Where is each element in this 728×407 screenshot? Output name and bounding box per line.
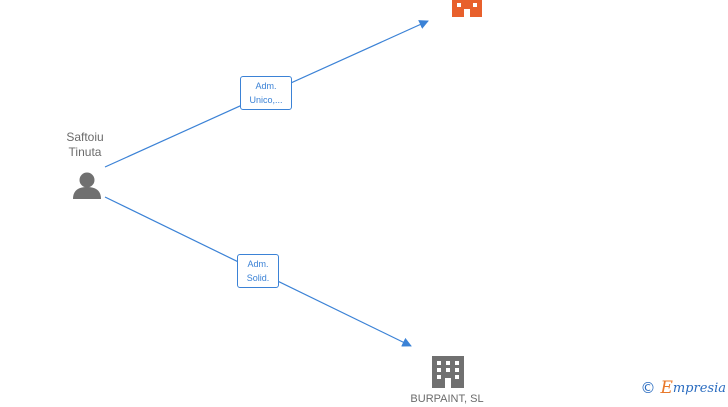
relation-label-top[interactable]: Adm. Unico,... [240,76,292,110]
building-icon[interactable] [432,356,464,388]
brand-initial: E [660,378,673,398]
building-icon[interactable] [452,0,482,17]
person-icon[interactable] [73,172,101,200]
relation-label-bottom-line1: Adm. [247,259,269,269]
relation-label-bottom[interactable]: Adm. Solid. [237,254,279,288]
person-name-line2: Tinuta [68,145,102,159]
brand-logo: © E mpresia [640,378,726,398]
person-name[interactable]: Saftoiu Tinuta [52,130,118,160]
relation-label-bottom-line2: Solid. [246,273,270,283]
relation-label-top-line2: Unico,... [249,95,283,105]
brand-name: mpresia [672,380,726,396]
relation-label-top-line1: Adm. [255,81,277,91]
person-name-line1: Saftoiu [66,130,104,144]
copyright-icon: © [640,379,656,397]
